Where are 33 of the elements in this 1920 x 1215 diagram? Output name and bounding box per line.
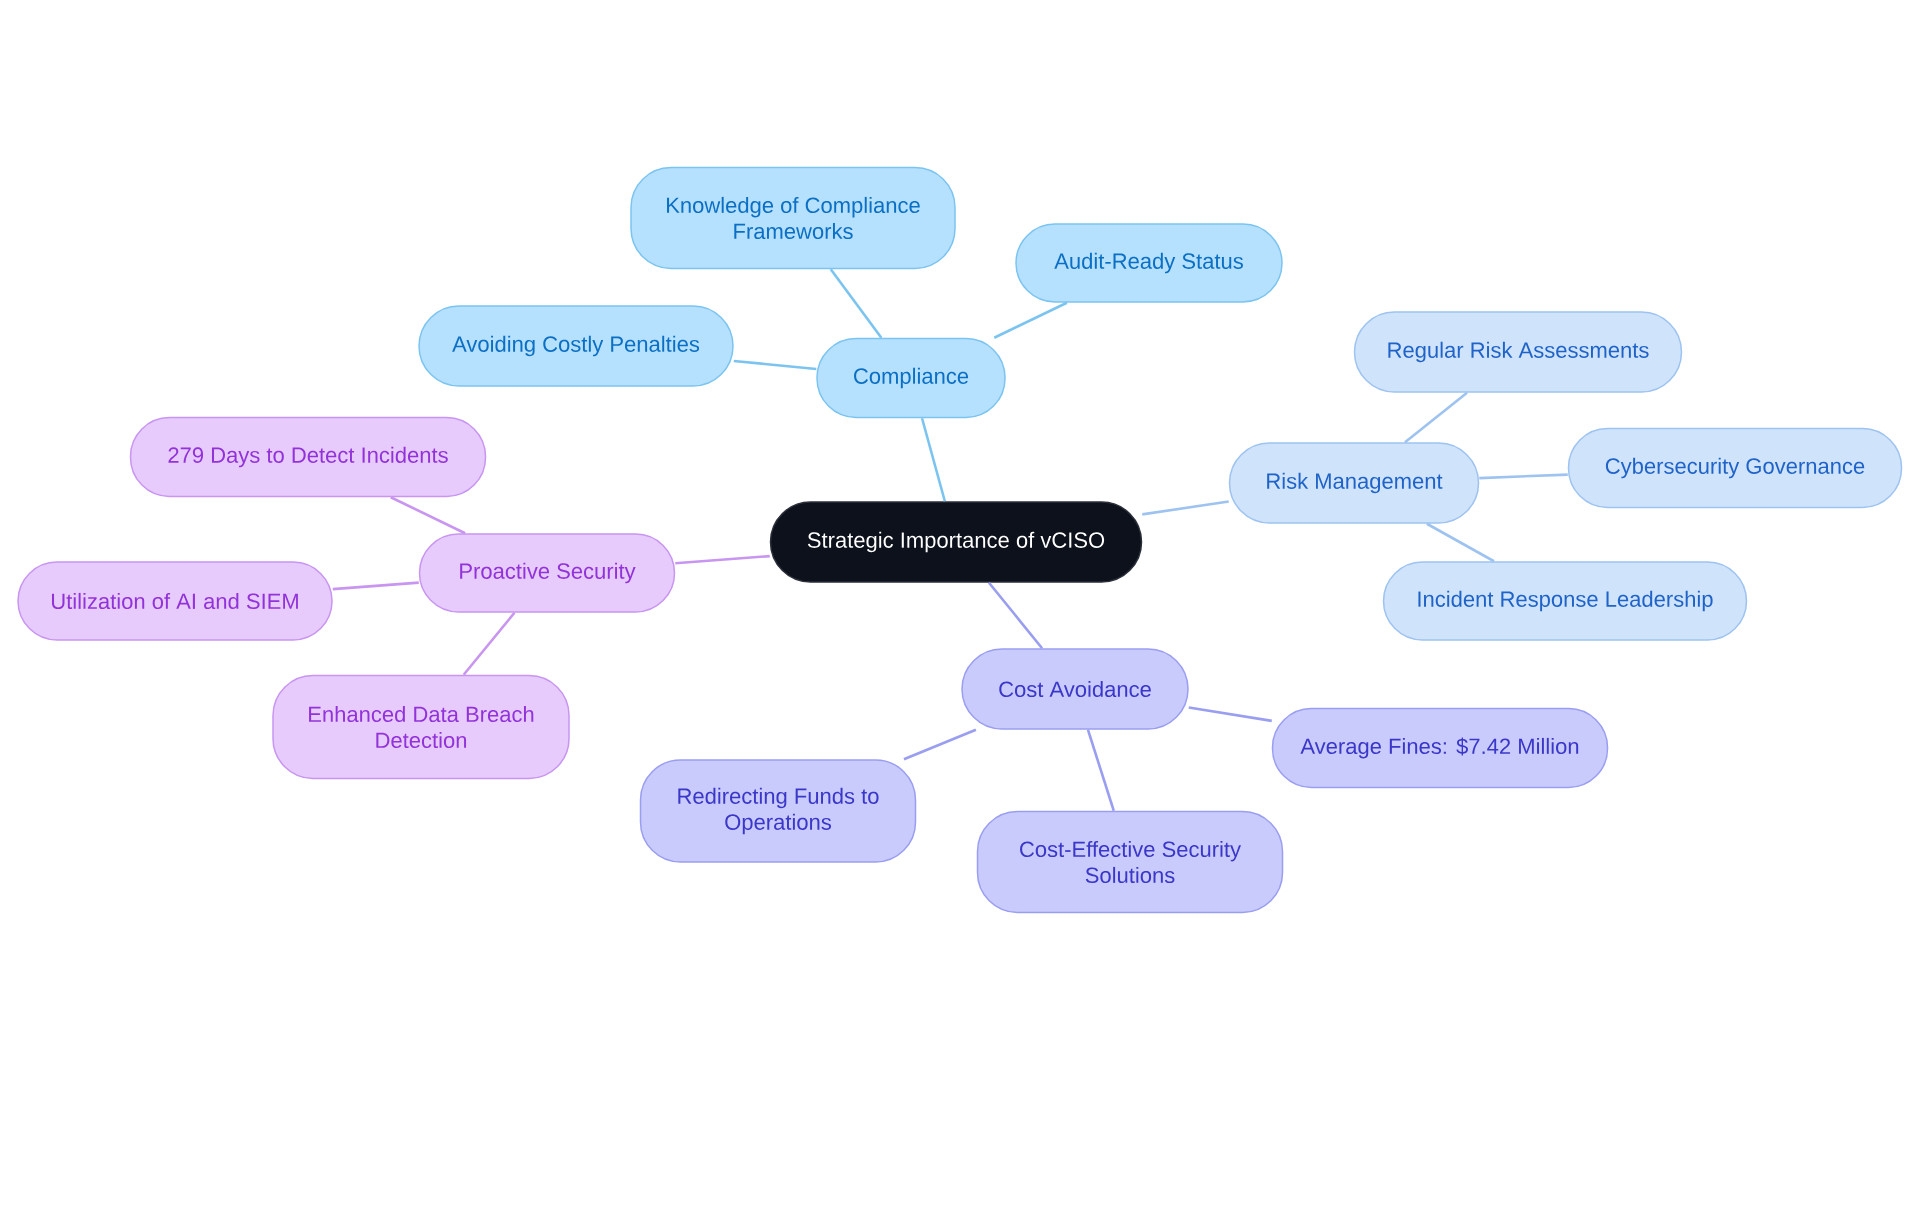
central-topic-box: Strategic Importance of vCISO: [769, 501, 1143, 583]
connector-line: [390, 496, 466, 535]
connector-line: [462, 611, 516, 676]
subtopic-box: Enhanced Data Breach Detection: [272, 674, 570, 780]
connector-line: [920, 417, 947, 502]
connector-line: [332, 581, 419, 591]
connector-line: [1188, 706, 1272, 723]
subtopic-box: Average Fines: $7.42 Million: [1271, 707, 1609, 789]
branch-topic-box: Cost Avoidance: [961, 648, 1189, 730]
subtopic-box: Audit-Ready Status: [1015, 223, 1283, 303]
connector-line: [987, 581, 1044, 650]
subtopic-box: 279 Days to Detect Incidents: [129, 416, 487, 498]
subtopic-box: Redirecting Funds to Operations: [639, 759, 917, 863]
subtopic-box: Regular Risk Assessments: [1353, 311, 1683, 393]
subtopic-box: Avoiding Costly Penalties: [418, 305, 734, 387]
connector-line: [903, 728, 977, 761]
branch-topic-box: Risk Management: [1228, 442, 1480, 524]
connector-line: [675, 554, 770, 565]
connector-line: [829, 268, 883, 339]
branch-topic-box: Proactive Security: [418, 533, 676, 613]
connector-line: [1086, 729, 1115, 812]
connector-line: [733, 359, 817, 371]
subtopic-box: Incident Response Leadership: [1382, 561, 1748, 641]
connector-line: [993, 301, 1068, 339]
subtopic-box: Knowledge of Compliance Frameworks: [630, 166, 956, 270]
connector-line: [1426, 522, 1495, 563]
subtopic-box: Cost-Effective Security Solutions: [976, 810, 1284, 914]
subtopic-box: Cybersecurity Governance: [1567, 427, 1903, 509]
connector-line: [1142, 500, 1229, 516]
connector-line: [1479, 473, 1568, 480]
branch-topic-box: Compliance: [816, 337, 1006, 419]
connector-line: [1404, 391, 1468, 444]
subtopic-box: Utilization of AI and SIEM: [17, 561, 333, 641]
